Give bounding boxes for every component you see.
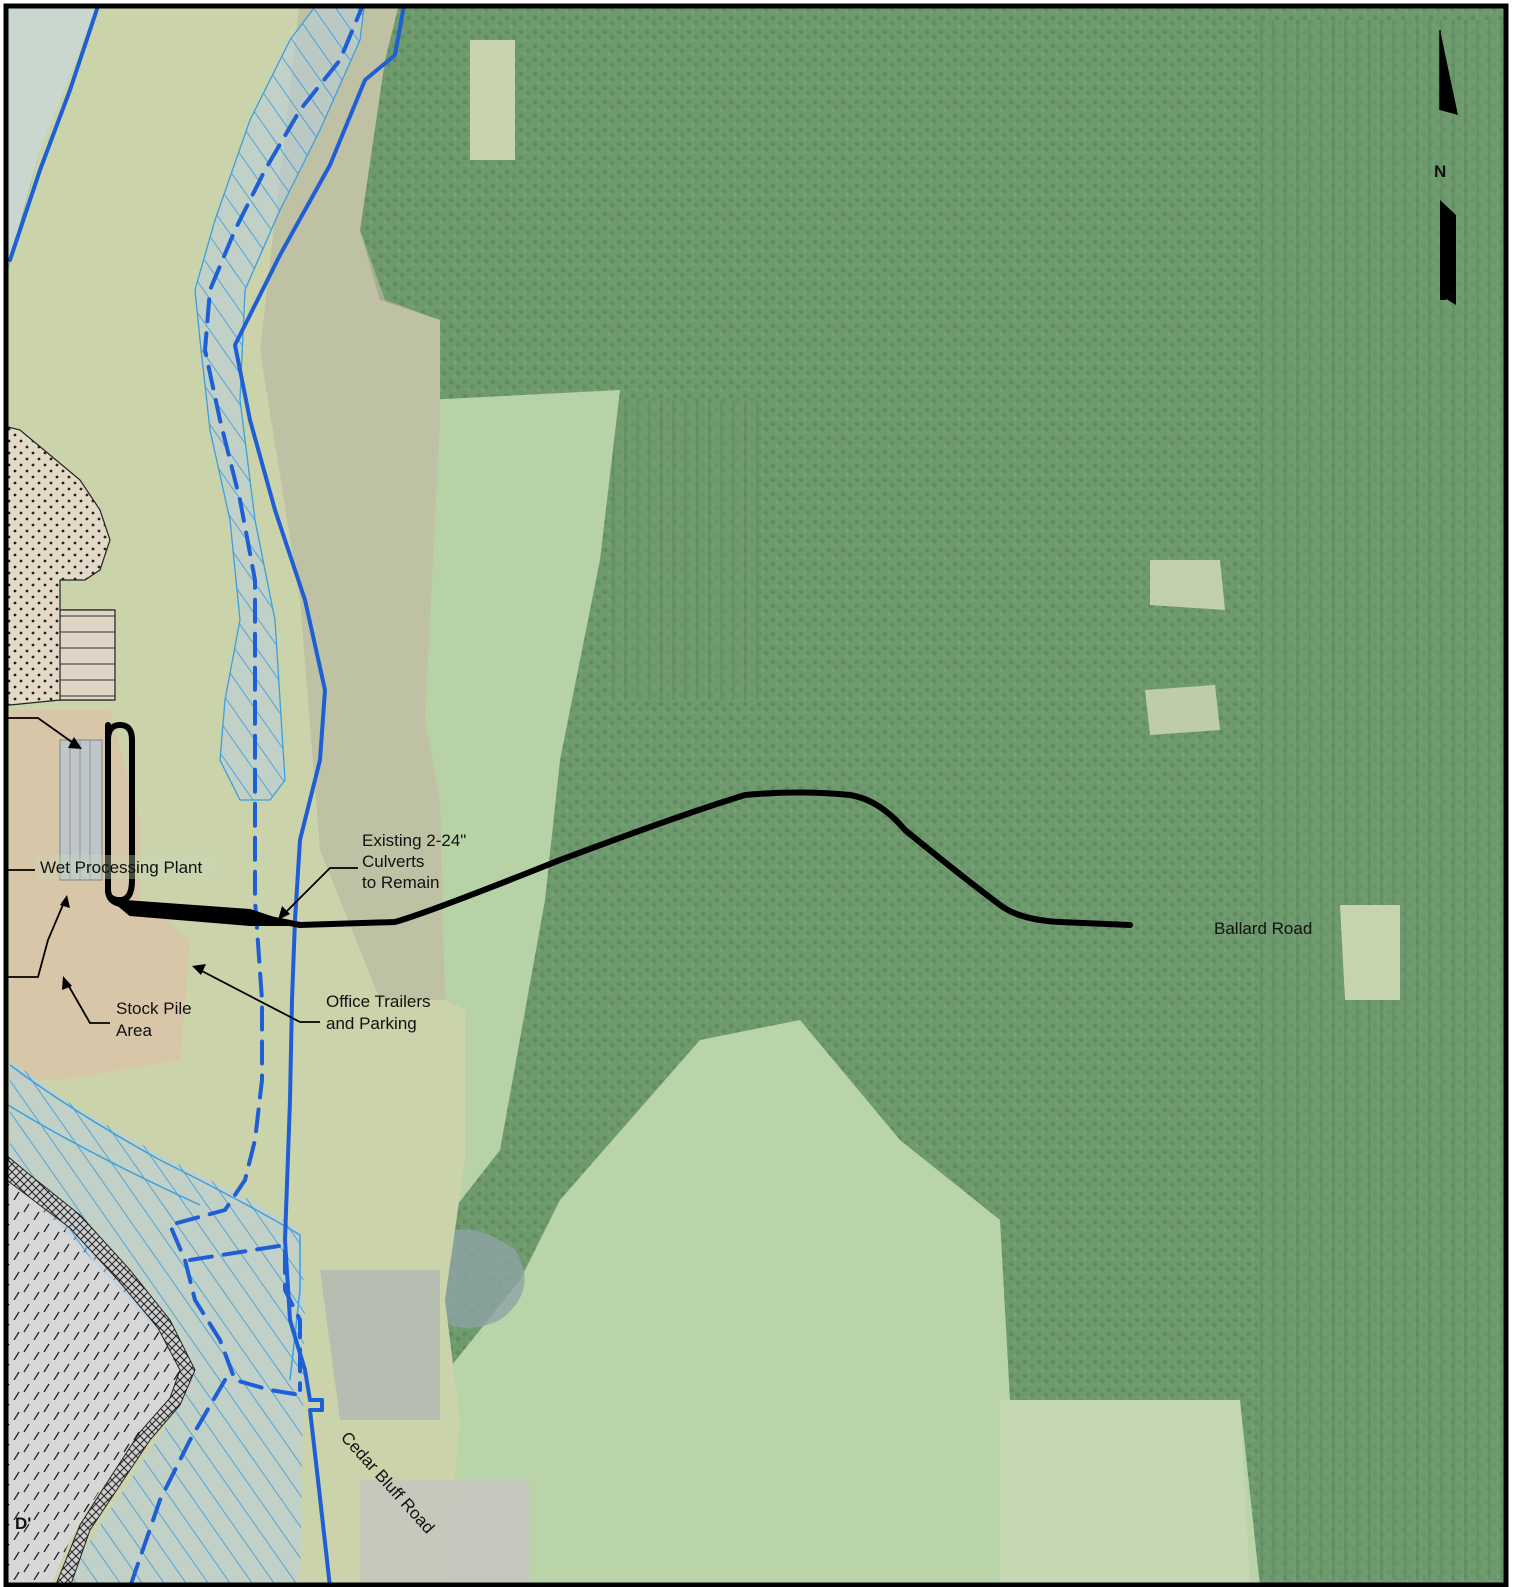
- plant-building: [59, 739, 103, 881]
- thin-blue-boundary: [8, 1104, 201, 1206]
- fill-area-hatched: [8, 1166, 185, 1583]
- haul-road: [105, 722, 1133, 928]
- cleared-woods: [260, 8, 445, 1000]
- label-culverts-1: Existing 2-24": [362, 831, 466, 850]
- arrowhead: [62, 976, 72, 990]
- leader-stockpile: [66, 982, 110, 1024]
- clearing: [470, 40, 515, 160]
- clearing: [1340, 905, 1400, 1000]
- leader-plant-top: [8, 717, 77, 746]
- label-office-2: and Parking: [326, 1014, 417, 1033]
- plant-yard: [10, 710, 190, 1080]
- label-stockpile-1: Stock Pile: [116, 999, 192, 1018]
- haul-road-widening: [111, 899, 296, 926]
- leader-office: [199, 969, 320, 1023]
- map-frame: [3, 3, 1509, 1587]
- dashed-boundary: [168, 8, 364, 1397]
- leader-plant: [8, 899, 66, 978]
- svg-text:N: N: [1434, 162, 1446, 181]
- arrowhead: [68, 737, 82, 749]
- label-bg-wet-plant: [36, 855, 222, 879]
- label-stockpile-2: Area: [116, 1021, 152, 1040]
- label-wet-processing-plant: Wet Processing Plant: [40, 858, 202, 877]
- pond: [430, 1229, 525, 1328]
- crosshatch-border: [8, 1156, 196, 1583]
- gravel-lot: [320, 1270, 440, 1420]
- north-arrow-icon: N: [1434, 30, 1458, 305]
- clearing: [1150, 560, 1225, 610]
- gravel-lot: [360, 1480, 530, 1583]
- clearing: [1145, 685, 1220, 735]
- pasture-field: [1000, 1400, 1250, 1583]
- label-culverts-2: Culverts: [362, 852, 424, 871]
- dashed-boundary: [188, 1243, 302, 1392]
- pasture-field: [425, 390, 620, 1300]
- leader-culverts: [282, 867, 358, 916]
- arrowhead: [60, 895, 70, 908]
- permit-boundary-west: [8, 8, 100, 262]
- dashed-boundary: [129, 1378, 227, 1583]
- permit-boundary-east: [233, 8, 406, 1583]
- pine-plantation: [1260, 20, 1504, 1580]
- label-culverts-3: to Remain: [362, 873, 439, 892]
- settling-pond-zone: [59, 609, 116, 701]
- arrowhead: [192, 964, 206, 975]
- stream-buffer-hatched: [194, 8, 365, 801]
- label-office-1: Office Trailers: [326, 992, 431, 1011]
- label-section-marker: D': [15, 1514, 31, 1533]
- arrowhead: [278, 906, 290, 920]
- label-ballard-road: Ballard Road: [1214, 919, 1312, 938]
- pine-plantation: [610, 400, 760, 700]
- thin-blue-boundary: [9, 1064, 301, 1381]
